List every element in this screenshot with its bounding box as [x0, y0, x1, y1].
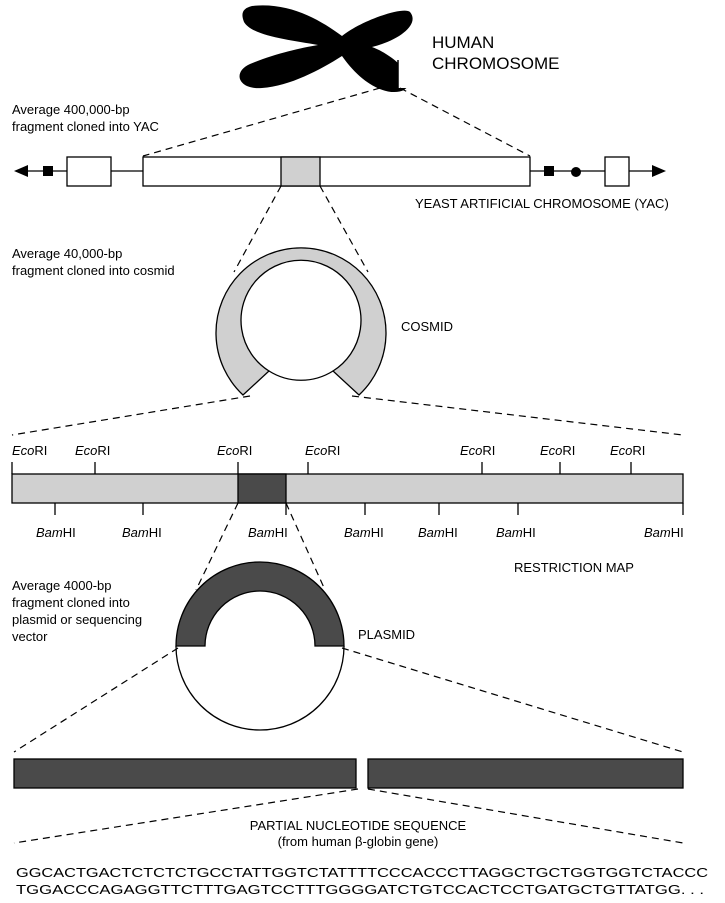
- yac-caption-line2: fragment cloned into YAC: [12, 119, 159, 134]
- ecori-site-label: EcoRI: [12, 443, 47, 458]
- left-arrow-icon: [14, 165, 28, 177]
- right-telomere-marker: [544, 166, 554, 176]
- plasmid-label: PLASMID: [358, 627, 415, 642]
- bamhi-site-label: BamHI: [36, 525, 76, 540]
- sequence-line-2: TGGACCCAGAGGTTCTTTGAGTCCTTTGGGGATCTGTCCA…: [16, 883, 704, 897]
- yac-cosmid-subregion: [281, 157, 320, 186]
- chromosome-shape: [240, 5, 413, 92]
- plasmid-caption-line4: vector: [12, 629, 48, 644]
- bamhi-site-label: BamHI: [344, 525, 384, 540]
- fragment-bar-right: [368, 759, 683, 788]
- plasmid-vector: [176, 562, 344, 730]
- sequence-line-1: GGCACTGACTCTCTCTGCCTATTGGTCTATTTTCCCACCC…: [16, 866, 708, 880]
- bamhi-site-label: BamHI: [496, 525, 536, 540]
- bamhi-site-label: BamHI: [248, 525, 288, 540]
- chromosome-title-line1: HUMAN: [432, 33, 494, 52]
- cosmid-inner-segment: [269, 371, 333, 380]
- plasmid-backbone: [176, 646, 344, 730]
- yac-insert: [143, 157, 530, 186]
- cosmid-caption-line1: Average 40,000-bp: [12, 246, 122, 261]
- plasmid-to-bar-lines: [14, 648, 683, 752]
- bamhi-site-label: BamHI: [418, 525, 458, 540]
- bamhi-site-label: BamHI: [122, 525, 162, 540]
- bamhi-site-label: BamHI: [644, 525, 684, 540]
- chromosome-title-line2: CHROMOSOME: [432, 54, 560, 73]
- sequenced-fragment: [14, 759, 683, 788]
- bamhi-ticks: [55, 503, 683, 515]
- restriction-map: EcoRI EcoRI EcoRI EcoRI EcoRI EcoRI EcoR…: [12, 443, 684, 540]
- plasmid-caption-line2: fragment cloned into: [12, 595, 130, 610]
- chromosome-excised-region: [398, 60, 416, 88]
- yac-caption-line1: Average 400,000-bp: [12, 102, 130, 117]
- left-telomere-marker: [43, 166, 53, 176]
- ecori-site-label: EcoRI: [305, 443, 340, 458]
- cosmid-insert-ring: [216, 248, 386, 395]
- ecori-site-label: EcoRI: [460, 443, 495, 458]
- cosmid-vector: [216, 248, 386, 395]
- restriction-map-label: RESTRICTION MAP: [514, 560, 634, 575]
- plasmid-insert-arc: [176, 562, 344, 646]
- cosmid-to-map-lines: [12, 396, 683, 435]
- ecori-ticks: [12, 462, 631, 474]
- cosmid-caption-line2: fragment cloned into cosmid: [12, 263, 175, 278]
- cosmid-label: COSMID: [401, 319, 453, 334]
- plasmid-subregion: [238, 474, 286, 503]
- ecori-site-label: EcoRI: [217, 443, 252, 458]
- sequence-title: PARTIAL NUCLEOTIDE SEQUENCE: [250, 818, 467, 833]
- right-arrow-icon: [652, 165, 666, 177]
- yac-label: YEAST ARTIFICIAL CHROMOSOME (YAC): [415, 196, 669, 211]
- sequence-subtitle: (from human β-globin gene): [278, 834, 439, 849]
- chromosome-to-yac-lines: [143, 88, 530, 156]
- centromere-dot: [571, 167, 581, 177]
- right-yac-marker-box: [605, 157, 629, 186]
- plasmid-caption-line1: Average 4000-bp: [12, 578, 112, 593]
- left-yac-marker-box: [67, 157, 111, 186]
- yeast-artificial-chromosome: [14, 157, 666, 186]
- ecori-site-label: EcoRI: [75, 443, 110, 458]
- human-chromosome: [240, 5, 416, 92]
- fragment-bar-left: [14, 759, 356, 788]
- plasmid-caption-line3: plasmid or sequencing: [12, 612, 142, 627]
- restriction-map-bar: [12, 474, 683, 503]
- ecori-site-label: EcoRI: [540, 443, 575, 458]
- ecori-site-label: EcoRI: [610, 443, 645, 458]
